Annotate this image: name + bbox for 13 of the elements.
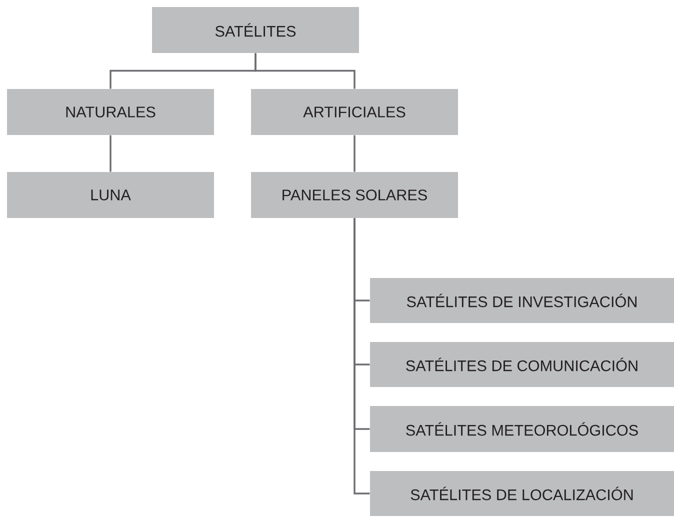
category-box: PANELES SOLARES xyxy=(251,172,458,218)
category-box: LUNA xyxy=(7,172,214,218)
connector-line xyxy=(354,135,356,172)
category-box: SATÉLITES DE INVESTIGACIÓN xyxy=(370,278,674,323)
connector-line xyxy=(354,218,370,494)
category-box: ARTIFICIALES xyxy=(251,89,458,135)
category-box: SATÉLITES DE COMUNICACIÓN xyxy=(370,342,674,387)
connector-line xyxy=(254,53,356,89)
category-box: NATURALES xyxy=(7,89,214,135)
connector-line xyxy=(110,135,112,172)
category-box: SATÉLITES METEOROLÓGICOS xyxy=(370,406,674,452)
category-box: SATÉLITES xyxy=(152,7,359,53)
category-box: SATÉLITES DE LOCALIZACIÓN xyxy=(370,471,674,516)
